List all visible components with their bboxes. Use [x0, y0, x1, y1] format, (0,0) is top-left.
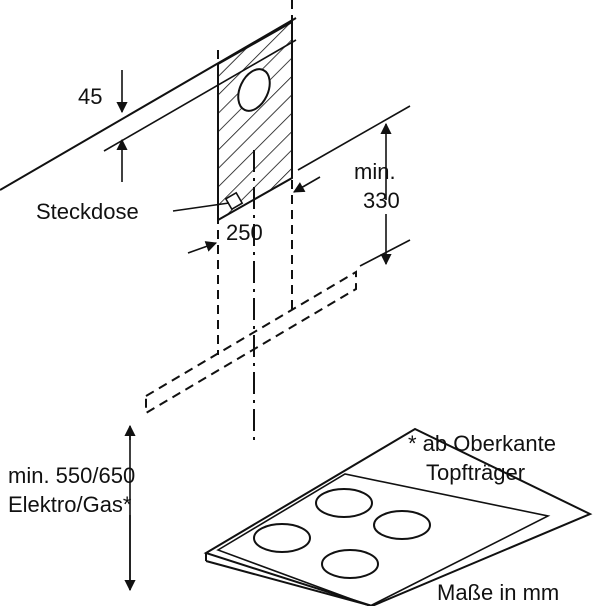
socket-label: Steckdose — [36, 199, 139, 224]
cooktop-distance-label-line2: Elektro/Gas* — [8, 492, 132, 517]
dimension-45-label: 45 — [78, 84, 102, 109]
min-330-label-line1: min. — [354, 159, 396, 184]
units-label: Maße in mm — [437, 580, 559, 605]
exhaust-opening — [237, 68, 271, 112]
dimension-250-arrows — [187, 176, 321, 254]
footnote-line2: Topfträger — [426, 460, 525, 485]
burner-1 — [315, 488, 373, 518]
cooktop — [203, 427, 593, 606]
dimension-330 — [297, 105, 411, 267]
burner-3 — [253, 523, 311, 553]
burner-4 — [321, 549, 379, 579]
chimney-guide-lines — [217, 0, 293, 355]
chimney-mounting-area — [217, 20, 293, 222]
power-socket — [172, 191, 244, 212]
min-330-label-line2: 330 — [363, 188, 400, 213]
dimension-250-label: 250 — [226, 220, 263, 245]
burner-2 — [373, 510, 431, 540]
footnote-line1: * ab Oberkante — [408, 431, 556, 456]
cooktop-distance-label-line1: min. 550/650 — [8, 463, 135, 488]
hood-outline — [145, 270, 357, 415]
